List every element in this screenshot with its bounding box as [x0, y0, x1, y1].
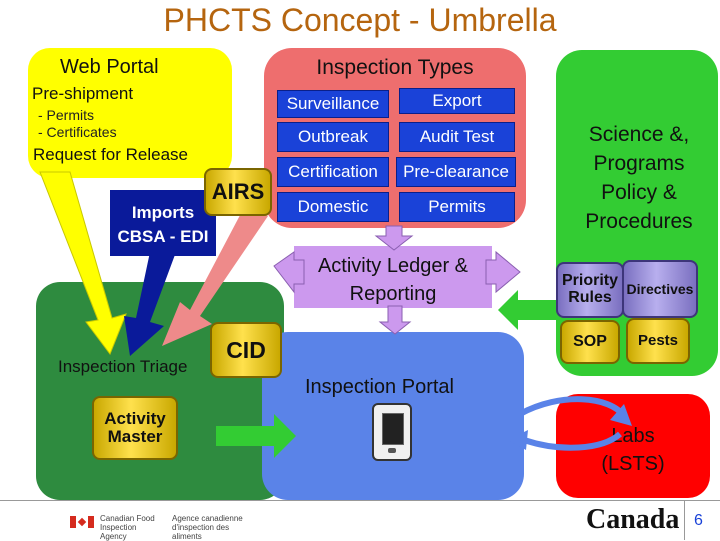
ledger-right-arrow: [485, 250, 521, 294]
activity-ledger-label: Activity Ledger & Reporting: [317, 255, 469, 305]
ledger-portal-arrow: [378, 305, 412, 335]
permits-label: - Permits: [38, 107, 94, 123]
certificates-label: - Certificates: [38, 124, 117, 140]
type-outbreak: Outbreak: [277, 122, 389, 152]
page-title: PHCTS Concept - Umbrella: [163, 2, 557, 38]
agency-name-en: Canadian Food Inspection Agency: [100, 514, 155, 541]
mobile-device-icon: [372, 403, 412, 461]
directives-database-icon: Directives: [622, 260, 698, 318]
inspection-triage-label: Inspection Triage: [58, 357, 188, 376]
cid-database-icon: CID: [210, 322, 282, 378]
type-permits: Permits: [399, 192, 515, 222]
type-audit-test: Audit Test: [399, 122, 515, 152]
web-portal-heading: Web Portal: [60, 56, 159, 78]
request-for-release-label: Request for Release: [33, 145, 188, 164]
pests-database-icon: Pests: [626, 318, 690, 364]
agency-name-fr: Agence canadienne d'inspection des alime…: [172, 514, 243, 541]
activity-master-database-icon: Activity Master: [92, 396, 178, 460]
airs-database-icon: AIRS: [204, 168, 272, 216]
footer-divider: [0, 500, 720, 501]
sop-database-icon: SOP: [560, 320, 620, 364]
science-to-ledger-arrow: [498, 290, 556, 330]
inspection-types-to-triage-arrow: [162, 200, 268, 346]
web-portal-box: [28, 48, 232, 178]
labs-label: Labs (LSTS): [601, 425, 665, 475]
type-pre-clearance: Pre-clearance: [396, 157, 516, 187]
inspection-types-heading: Inspection Types: [316, 56, 474, 79]
inspection-triage-box: [36, 282, 284, 500]
activity-ledger-box: [294, 246, 492, 308]
types-to-ledger-arrow: [374, 225, 414, 251]
imports-box: [110, 190, 216, 256]
ledger-left-arrow: [273, 251, 305, 294]
type-domestic: Domestic: [277, 192, 389, 222]
type-surveillance: Surveillance: [277, 90, 389, 118]
imports-label: Imports: [131, 203, 195, 222]
cbsa-edi-label: CBSA - EDI: [117, 227, 209, 246]
page-number-divider: [684, 500, 685, 540]
page-number: 6: [694, 512, 703, 529]
triage-to-portal-arrow: [216, 414, 296, 458]
canada-wordmark: Canada: [586, 504, 680, 535]
priority-rules-database-icon: Priority Rules: [556, 262, 624, 318]
cbsa-to-triage-arrow: [124, 252, 176, 356]
type-export: Export: [399, 88, 515, 114]
inspection-portal-label: Inspection Portal: [305, 376, 454, 398]
pre-shipment-label: Pre-shipment: [32, 84, 134, 103]
web-portal-to-triage-arrow: [39, 171, 127, 356]
type-certification: Certification: [277, 157, 389, 187]
canada-flag-icon: [70, 516, 94, 528]
science-label: Science &, Programs Policy & Procedures: [585, 123, 693, 233]
portal-labs-curve-arrow: [518, 396, 627, 418]
